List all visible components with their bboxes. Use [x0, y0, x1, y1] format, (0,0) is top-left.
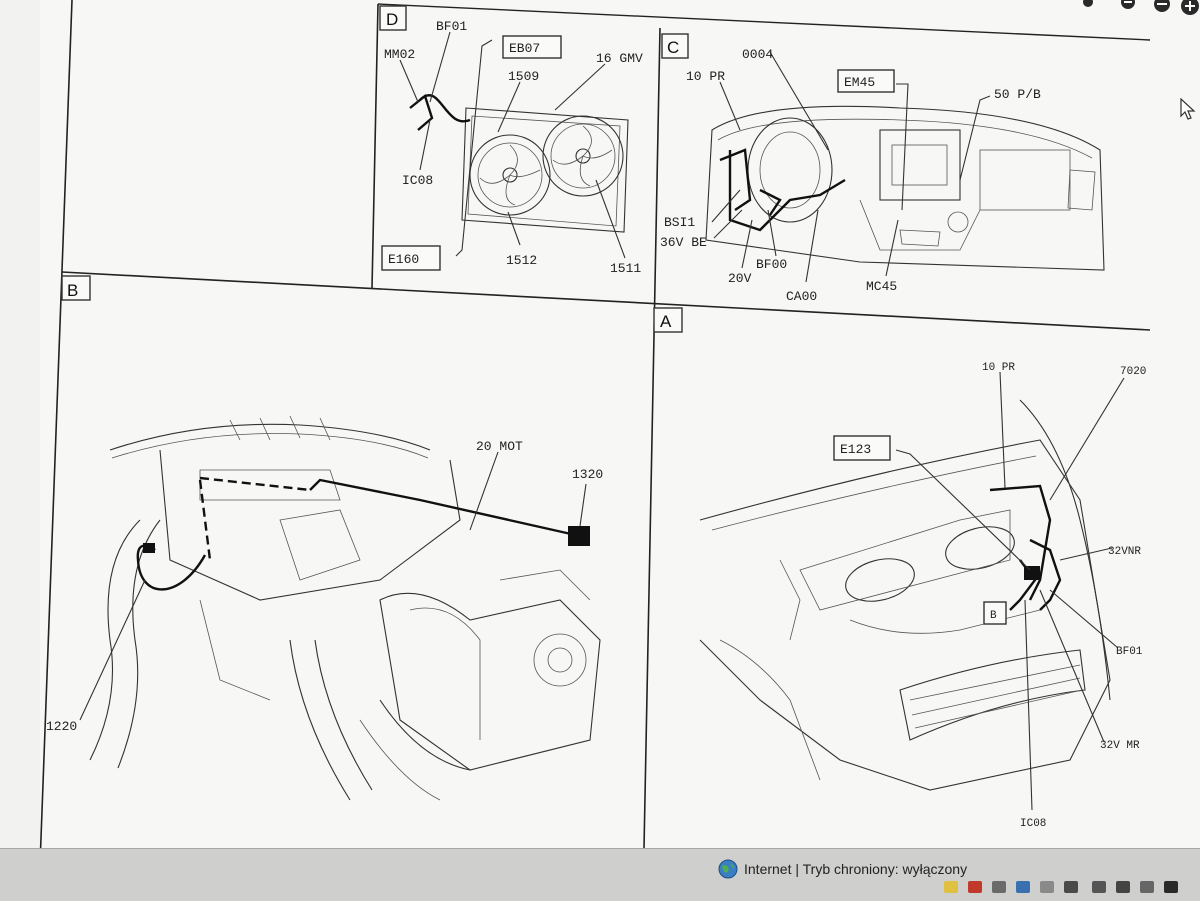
minus-icon-2[interactable]: [1154, 0, 1170, 12]
label-10-pr-a: 10 PR: [982, 362, 1015, 374]
label-32v-mr: 32V MR: [1100, 740, 1140, 752]
tray-icon-2[interactable]: [968, 881, 982, 893]
label-em45: EM45: [844, 75, 875, 90]
label-mc45: MC45: [866, 279, 897, 294]
status-text: Internet | Tryb chroniony: wyłączony: [744, 861, 968, 877]
label-1320: 1320: [572, 467, 603, 482]
label-1509: 1509: [508, 69, 539, 84]
vehicle-front-drawing: [699, 399, 1111, 791]
browser-status-bar: Internet | Tryb chroniony: wyłączony: [0, 848, 1200, 901]
scroll-dot-icon: [1083, 0, 1093, 7]
label-ca00: CA00: [786, 289, 817, 304]
network-icon[interactable]: [1140, 881, 1154, 893]
minus-icon[interactable]: [1121, 0, 1135, 9]
label-36v-be: 36V BE: [660, 235, 707, 250]
keyboard-icon[interactable]: [1164, 881, 1178, 893]
label-32vnr: 32VNR: [1108, 546, 1141, 558]
label-1511: 1511: [610, 261, 641, 276]
frame-lines: [39, 0, 1151, 866]
panel-a: A 10 PR 7020 E123: [653, 307, 1146, 830]
volume-icon[interactable]: [1116, 881, 1130, 893]
label-1512: 1512: [506, 253, 537, 268]
label-eb07: EB07: [509, 41, 540, 56]
label-20v: 20V: [728, 271, 752, 286]
label-e160: E160: [388, 252, 419, 267]
label-16-gmv: 16 GMV: [596, 51, 643, 66]
label-b-marker: B: [990, 610, 997, 622]
label-bf00: BF00: [756, 257, 787, 272]
label-ic08: IC08: [402, 173, 433, 188]
top-toolbar-icons: [1082, 0, 1200, 18]
panel-b: B: [46, 275, 603, 801]
tray-icon-5[interactable]: [1040, 881, 1054, 893]
tray-icon-3[interactable]: [992, 881, 1006, 893]
plus-icon[interactable]: [1181, 0, 1199, 15]
label-1220: 1220: [46, 719, 77, 734]
label-e123: E123: [840, 442, 871, 457]
battery-icon[interactable]: [1092, 881, 1106, 893]
label-bf01-a: BF01: [1116, 646, 1143, 658]
panel-c: C 0004 10 PR: [660, 33, 1105, 304]
mouse-cursor-icon: [1180, 97, 1196, 127]
cooling-fan-assembly: [461, 107, 629, 233]
tray-icon-6[interactable]: [1064, 881, 1078, 893]
engine-drawing: [89, 415, 601, 801]
dashboard-drawing: [705, 105, 1105, 271]
label-bf01: BF01: [436, 19, 467, 34]
label-7020: 7020: [1120, 366, 1146, 378]
label-0004: 0004: [742, 47, 773, 62]
panel-d: D BF01 MM02 EB07: [379, 5, 643, 276]
globe-icon: [718, 859, 738, 879]
panel-c-letter: C: [667, 38, 679, 57]
tray-icon-1[interactable]: [944, 881, 958, 893]
panel-d-letter: D: [386, 10, 398, 29]
label-bsi1: BSI1: [664, 215, 695, 230]
label-10-pr: 10 PR: [686, 69, 725, 84]
label-20-mot: 20 MOT: [476, 439, 523, 454]
panel-b-letter: B: [67, 281, 78, 300]
label-mm02: MM02: [384, 47, 415, 62]
connector-1320-block: [568, 526, 590, 546]
panel-a-letter: A: [660, 312, 672, 331]
tray-icon-4[interactable]: [1016, 881, 1030, 893]
label-ic08-a: IC08: [1020, 818, 1046, 830]
label-50-pb: 50 P/B: [994, 87, 1041, 102]
